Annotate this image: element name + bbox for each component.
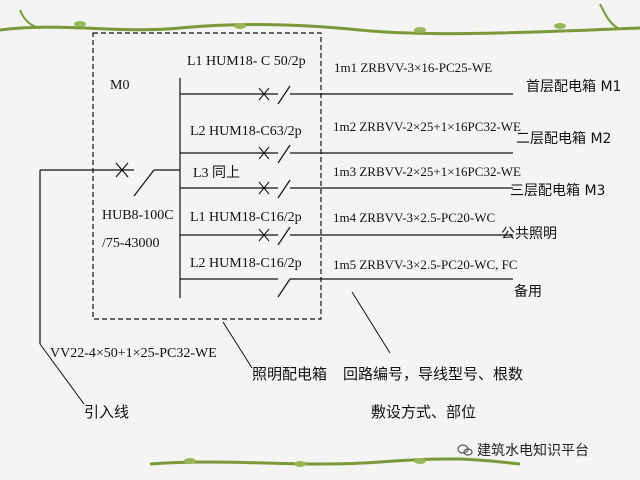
circuit-info-label-1: 回路编号，导线型号、根数 <box>343 365 524 383</box>
circuit-2-destination: 二层配电箱 M2 <box>516 131 612 147</box>
circuit-1-breaker: L1 HUM18- C 50/2p <box>187 54 306 69</box>
circuit-2-breaker: L2 HUM18-C63/2p <box>190 124 302 139</box>
main-breaker-label-1: HUB8-100C <box>102 208 174 223</box>
circuit-5-destination: 备用 <box>514 284 542 300</box>
circuit-5-lines <box>180 278 513 298</box>
incoming-line-label: 引入线 <box>84 403 130 421</box>
circuit-1-lines <box>180 85 513 105</box>
panel-code-label: M0 <box>110 78 130 93</box>
circuit-4-destination: 公共照明 <box>501 226 557 242</box>
incoming-cable-label: VV22-4×50+1×25-PC32-WE <box>50 346 217 361</box>
circuit-4-breaker: L1 HUM18-C16/2p <box>190 210 302 225</box>
circuit-info-label-2: 敷设方式、部位 <box>371 403 477 421</box>
circuit-4-lines <box>180 226 513 246</box>
watermark-text: 建筑水电知识平台 <box>477 443 589 459</box>
circuit-3-cable: 1m3 ZRBVV-2×25+1×16PC32-WE <box>333 164 521 179</box>
lighting-panel-label: 照明配电箱 <box>252 365 328 383</box>
circuit-2-cable: 1m2 ZRBVV-2×25+1×16PC32-WE <box>333 119 521 134</box>
lighting-panel-box <box>92 32 322 320</box>
main-breaker-label-2: /75-43000 <box>102 236 160 251</box>
circuit-4-cable: 1m4 ZRBVV-3×2.5-PC20-WC <box>333 210 496 225</box>
circuit-1-destination: 首层配电箱 M1 <box>526 79 622 95</box>
top-vine-decoration <box>0 3 640 36</box>
circuit-1-cable: 1m1 ZRBVV-3×16-PC25-WE <box>334 60 493 75</box>
leader-panel <box>222 321 253 369</box>
leader-circuit-info <box>351 291 391 354</box>
circuit-5-breaker: L2 HUM18-C16/2p <box>190 256 302 271</box>
circuit-5-cable: 1m5 ZRBVV-3×2.5-PC20-WC, FC <box>333 257 518 272</box>
circuit-3-lines <box>180 179 513 199</box>
wechat-icon <box>457 442 473 458</box>
circuit-3-breaker: L3 同上 <box>193 166 241 181</box>
bottom-vine-decoration <box>149 457 521 467</box>
main-breaker-cross-b <box>115 162 129 178</box>
watermark: 建筑水电知识平台 <box>457 440 589 460</box>
leader-incoming-line <box>39 343 85 405</box>
main-breaker-contact <box>133 169 155 197</box>
circuit-2-lines <box>180 144 513 164</box>
circuit-3-destination: 三层配电箱 M3 <box>510 183 606 199</box>
